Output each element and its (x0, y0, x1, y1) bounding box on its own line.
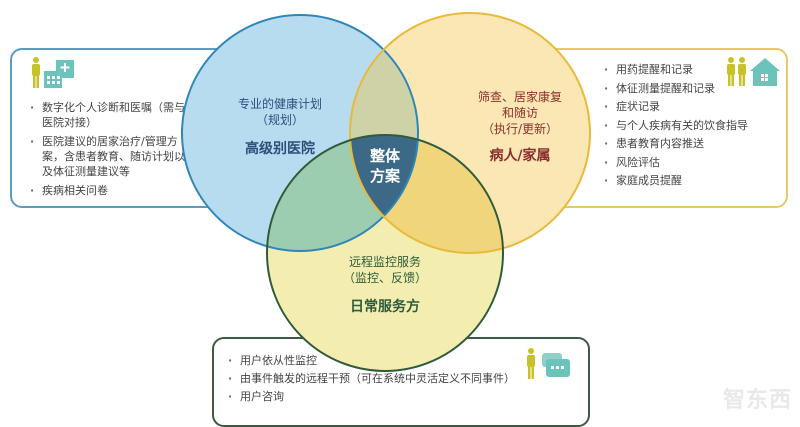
blue-line2: （规划） (255, 113, 304, 127)
list-item: 症状记录 (602, 99, 772, 114)
green-line1: 远程监控服务 (348, 255, 421, 269)
center-line1: 整体 (369, 147, 400, 165)
green-title: 日常服务方 (350, 299, 420, 315)
list-item: 与个人疾病有关的饮食指导 (602, 118, 772, 133)
list-item: 家庭成员提醒 (602, 173, 772, 188)
list-item: 体征测量提醒和记录 (602, 81, 772, 96)
hospital-items-list: 数字化个人诊断和医嘱（需与医院对接） 医院建议的居家治疗/管理方案，含患者教育、… (28, 100, 188, 202)
blue-circle-label: 专业的健康计划 （规划） 高级别医院 (215, 96, 345, 158)
doctor-hospital-icon (32, 57, 74, 88)
list-item: 用药提醒和记录 (602, 62, 772, 77)
watermark: 智东西 (722, 388, 792, 413)
patient-info-box: 用药提醒和记录 体征测量提醒和记录 症状记录 与个人疾病有关的饮食指导 患者教育… (540, 48, 788, 208)
person-chat-icon (527, 348, 570, 379)
center-label: 整体 方案 (360, 146, 410, 186)
list-item: 数字化个人诊断和医嘱（需与医院对接） (28, 100, 188, 130)
service-items-list: 用户依从性监控 由事件触发的远程干预（可在系统中灵活定义不同事件） 用户咨询 (226, 353, 566, 407)
center-line2: 方案 (369, 167, 400, 185)
yellow-circle-label: 筛查、居家康复 和随访 （执行/更新） 病人/家属 (460, 89, 580, 165)
green-circle-label: 远程监控服务 （监控、反馈） 日常服务方 (325, 254, 445, 316)
venn-diagram (181, 12, 591, 372)
yellow-line2: 和随访 (501, 106, 538, 120)
blue-line1: 专业的健康计划 (237, 97, 322, 111)
family-home-icon (727, 57, 780, 86)
list-item: 患者教育内容推送 (602, 136, 772, 151)
blue-title: 高级别医院 (245, 141, 315, 157)
list-item: 疾病相关问卷 (28, 183, 188, 198)
yellow-line1: 筛查、居家康复 (477, 90, 562, 104)
list-item: 用户咨询 (226, 389, 566, 404)
yellow-line3: （执行/更新） (481, 122, 559, 136)
list-item: 由事件触发的远程干预（可在系统中灵活定义不同事件） (226, 371, 566, 386)
list-item: 用户依从性监控 (226, 353, 566, 368)
green-line2: （监控、反馈） (342, 271, 427, 285)
patient-items-list: 用药提醒和记录 体征测量提醒和记录 症状记录 与个人疾病有关的饮食指导 患者教育… (602, 62, 772, 192)
list-item: 医院建议的居家治疗/管理方案，含患者教育、随访计划以及体征测量建议等 (28, 134, 188, 179)
yellow-title: 病人/家属 (489, 148, 551, 164)
list-item: 风险评估 (602, 155, 772, 170)
